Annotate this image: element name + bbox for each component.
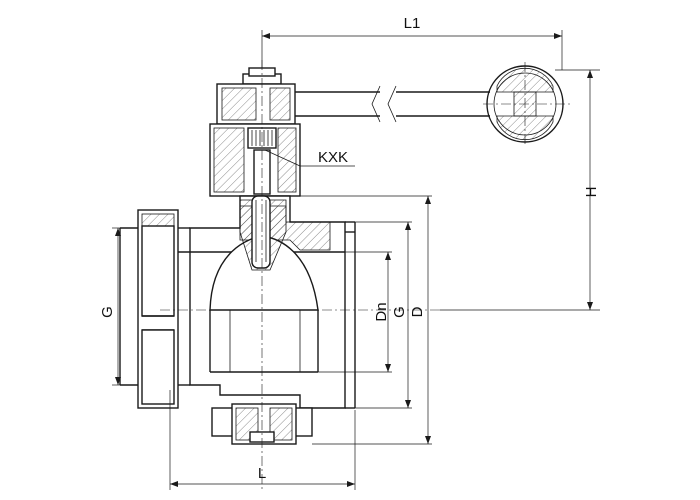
label-kxk: KXK	[318, 149, 348, 166]
bottom-nut	[211, 403, 313, 445]
handle-lever	[295, 85, 490, 123]
bonnet	[209, 123, 301, 197]
dimension-d: D	[290, 195, 432, 445]
handle-knob	[483, 62, 570, 146]
dimension-l1: L1	[261, 15, 563, 78]
dimension-l: L	[169, 390, 356, 490]
label-d: D	[409, 306, 426, 317]
left-union-nut	[119, 209, 190, 409]
dimension-g-left: G	[99, 227, 121, 386]
label-g-left: G	[99, 306, 116, 318]
label-h: H	[583, 187, 600, 198]
dimension-h: H	[440, 69, 600, 311]
dimension-dn: Dn	[318, 251, 392, 373]
label-l1: L1	[404, 15, 421, 32]
callout-kxk: KXK	[264, 149, 355, 167]
label-g-right: G	[391, 306, 408, 318]
top-nut	[216, 67, 296, 125]
centre-lines	[160, 60, 440, 490]
label-dn: Dn	[373, 302, 390, 321]
valve-plug	[209, 195, 319, 311]
flow-bore	[209, 310, 319, 373]
dimension-g-right: G	[355, 221, 412, 409]
label-l: L	[258, 465, 266, 482]
